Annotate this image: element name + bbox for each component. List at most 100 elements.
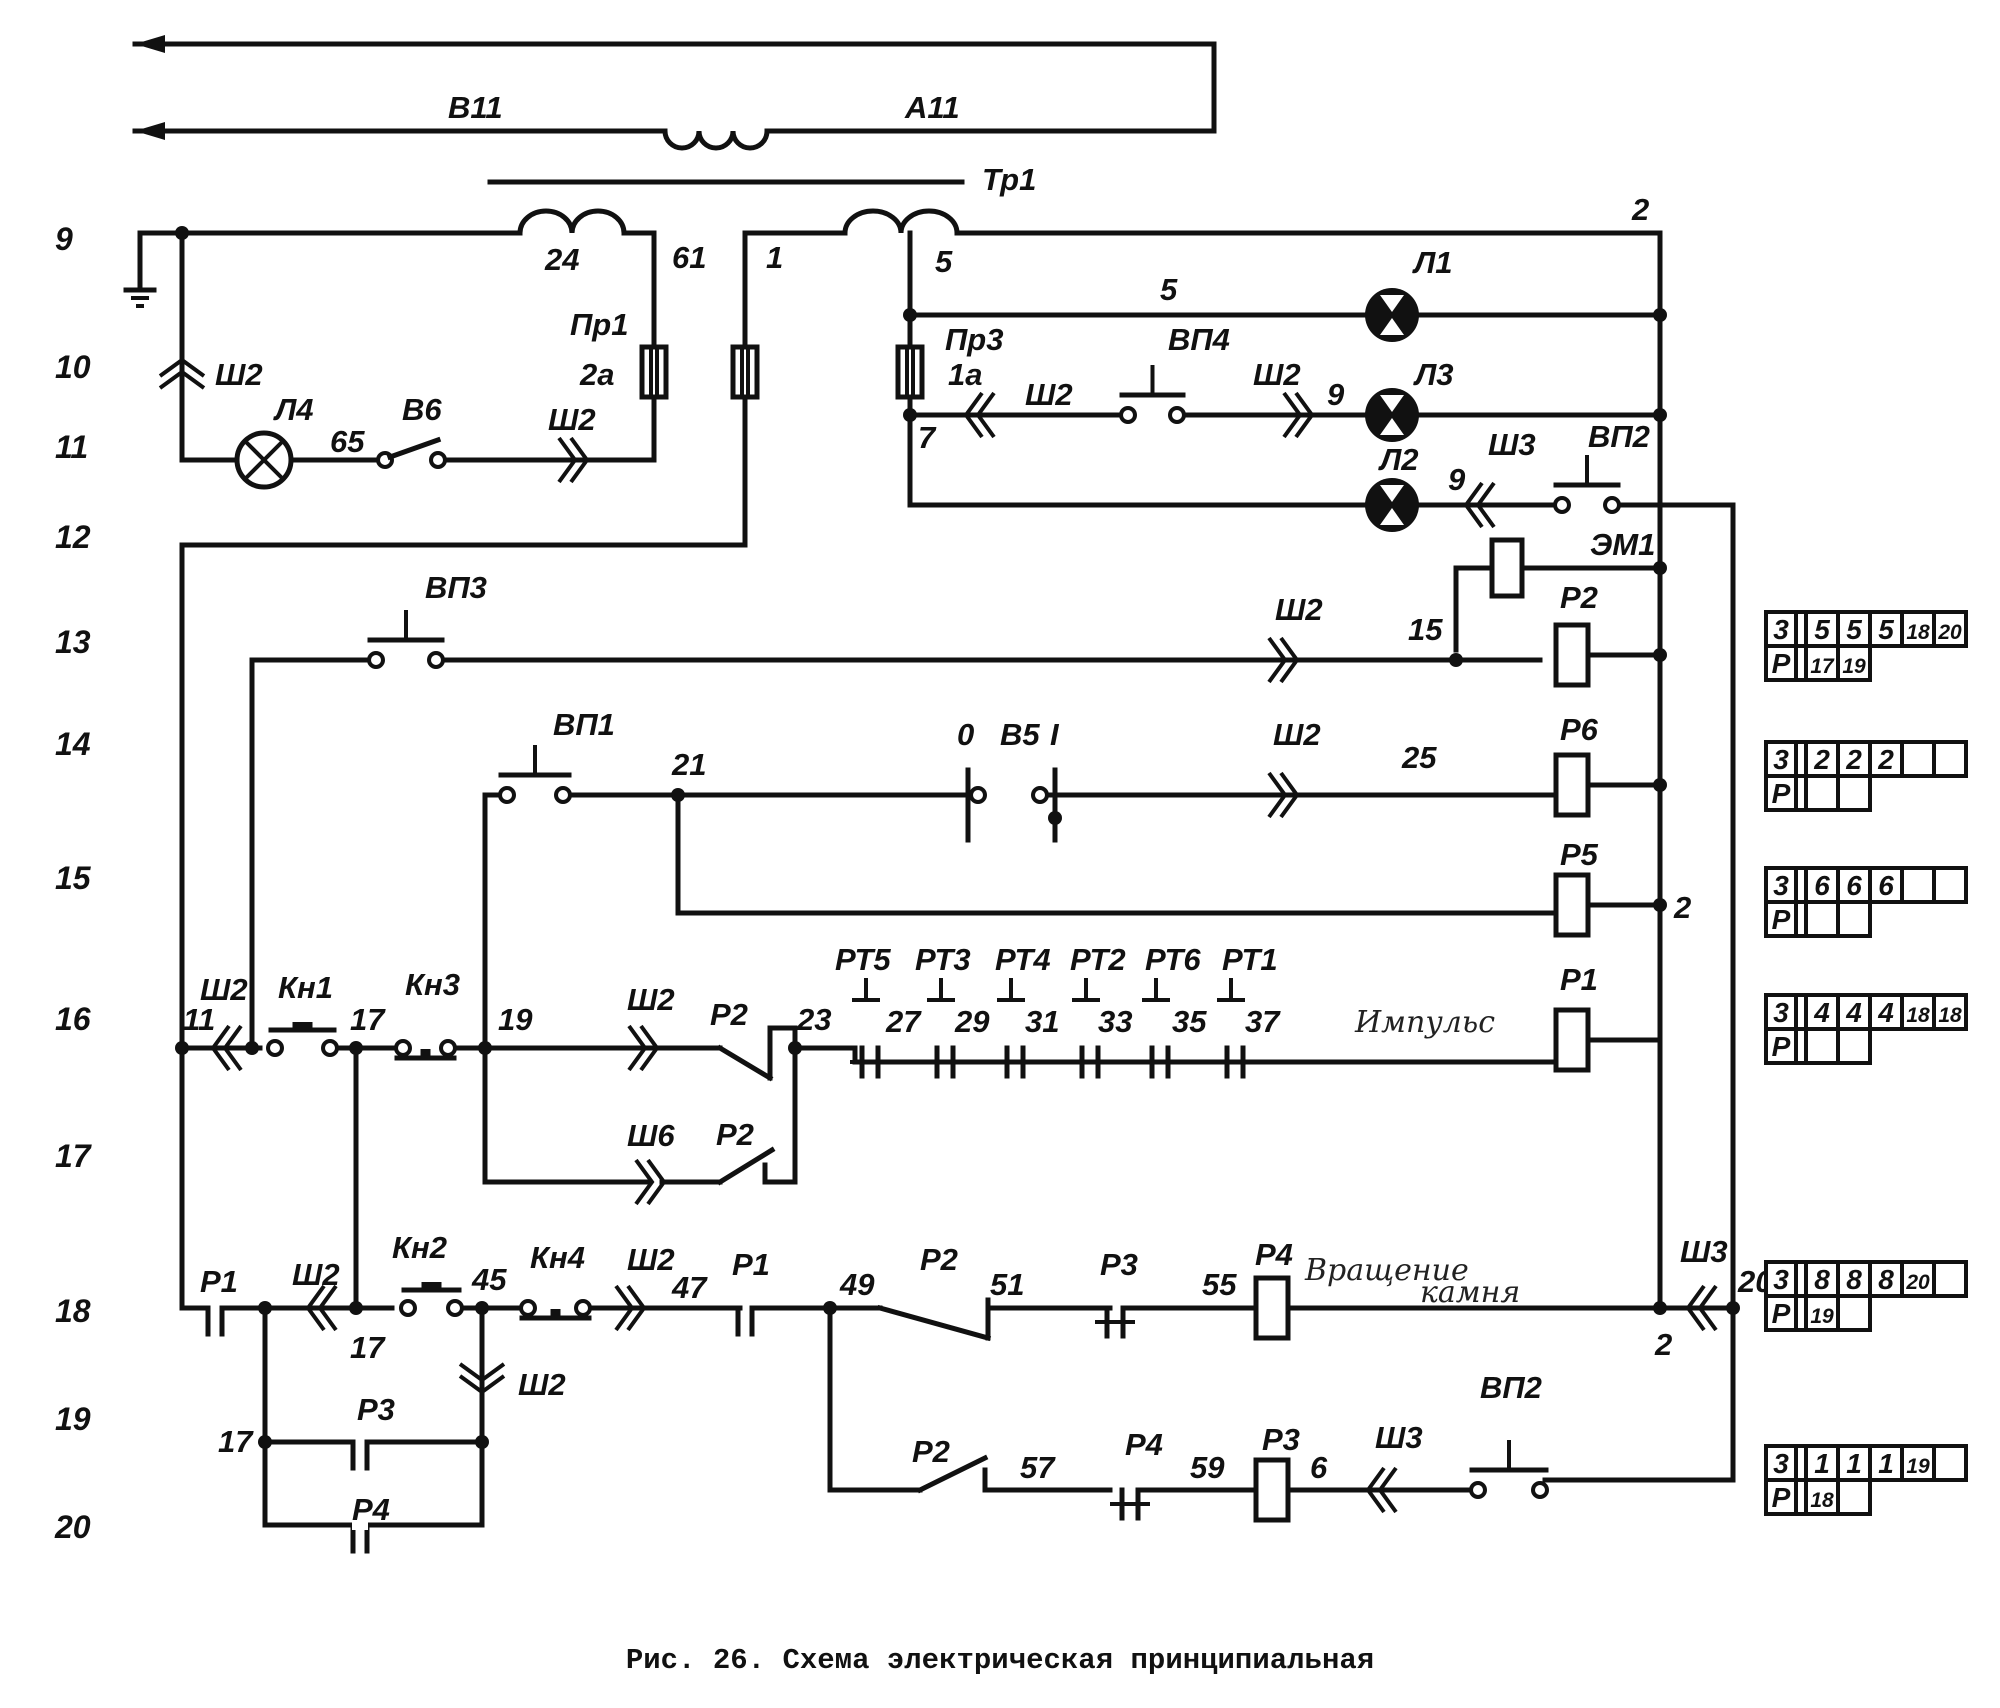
- contact-table-cell: [1900, 866, 1936, 904]
- label-kn2: Кн2: [392, 1230, 447, 1265]
- contact-table-value: Р: [1772, 1482, 1791, 1513]
- contact-table-cell: [1804, 900, 1840, 938]
- label-w27: 27: [885, 1004, 922, 1039]
- label-w15: 15: [1408, 612, 1443, 647]
- label-sh2_row16: Ш2: [200, 972, 248, 1007]
- label-sh2_vp4_right: Ш2: [1253, 357, 1301, 392]
- contact-table-cell: [1836, 866, 1872, 904]
- connector-sh2: [1279, 771, 1300, 819]
- label-w1: 1: [766, 240, 783, 275]
- label-w61: 61: [672, 240, 706, 275]
- label-vp2_top: ВП2: [1588, 419, 1650, 454]
- pushbutton-kn1-terminal: [266, 1039, 284, 1057]
- transformer-winding-icon: [842, 208, 960, 236]
- contact-gap: [352, 1520, 368, 1530]
- switch-b5-contact: [1048, 811, 1062, 825]
- handwritten-note-p4: Вращение: [1304, 1253, 1469, 1288]
- connector-sh2: [317, 1284, 338, 1332]
- relay-coil-p6: [1553, 752, 1591, 818]
- contact-table-value: 1: [1878, 1448, 1894, 1479]
- label-w2_mid: 2: [1673, 890, 1691, 925]
- junction-dot: [1653, 1301, 1667, 1315]
- label-w55: 55: [1202, 1267, 1237, 1302]
- contact-table-value: Р: [1772, 778, 1791, 809]
- contact-table-value: 6: [1814, 870, 1830, 901]
- label-v6: В6: [402, 392, 442, 427]
- arrow-left-icon: [135, 122, 165, 140]
- junction-dot: [1653, 648, 1667, 662]
- label-p1_row18: Р1: [200, 1264, 238, 1299]
- label-w35: 35: [1172, 1004, 1207, 1039]
- label-w21: 21: [671, 747, 706, 782]
- label-w24: 24: [544, 242, 579, 277]
- pushbutton-vp2-top-terminal: [1553, 496, 1571, 514]
- label-w5b: 5: [1160, 272, 1178, 307]
- junction-dot: [475, 1435, 489, 1449]
- contact-table-value: Р: [1772, 648, 1791, 679]
- contact-table-value: 19: [1810, 1305, 1834, 1328]
- wire-outer-rail: [1542, 502, 1736, 1483]
- connector-sh2: [458, 1362, 506, 1383]
- contact-table-cell: [1932, 866, 1968, 904]
- contact-table-cell: [1836, 644, 1872, 682]
- contact-table-value: 18: [1810, 1489, 1834, 1512]
- wire-21: [675, 792, 1558, 916]
- lamp-cross: [243, 439, 285, 481]
- junction-dot: [245, 1041, 259, 1055]
- junction-dot: [175, 226, 189, 240]
- junction-dot: [1653, 308, 1667, 322]
- contact-table-value: 5: [1814, 614, 1830, 645]
- pushbutton-vp2-bottom-terminal: [1469, 1481, 1487, 1499]
- contact-table-cell: [1804, 774, 1840, 812]
- connector-sh2: [222, 1024, 243, 1072]
- label-w49: 49: [839, 1267, 875, 1302]
- contact-table-value: 1: [1846, 1448, 1862, 1479]
- label-sh2_row13: Ш2: [1275, 592, 1323, 627]
- pushbutton-vp1-terminal: [554, 786, 572, 804]
- junction-dot: [1653, 408, 1667, 422]
- contact-table-value: 20: [1937, 621, 1962, 644]
- connector-sh2: [963, 391, 984, 439]
- label-w2top: 2: [1631, 192, 1649, 227]
- row-number: 13: [55, 624, 91, 660]
- electromagnet-em1: [1489, 537, 1525, 599]
- label-sh2_row18b: Ш2: [627, 1242, 675, 1277]
- label-b5: В5: [1000, 717, 1040, 752]
- contact-table-value: 6: [1846, 870, 1862, 901]
- contact-table-cell: [1932, 610, 1968, 648]
- label-rt6: РТ6: [1145, 942, 1201, 977]
- switch-v6-blade: [386, 436, 442, 461]
- component-symbols: [123, 35, 1740, 1554]
- label-sh3_row18: Ш3: [1680, 1234, 1728, 1269]
- label-p3_row18: Р3: [1100, 1247, 1138, 1282]
- relay-coil-p4: [1253, 1275, 1291, 1341]
- pushbutton-kn3-terminal: [439, 1039, 457, 1057]
- lamp-highlight: [1380, 418, 1404, 435]
- fuse-pr3: [895, 344, 925, 400]
- inductor-coil-icon: [662, 128, 770, 151]
- lamp-l3: [1365, 388, 1419, 442]
- contact-table-cell: [1836, 900, 1872, 938]
- label-p4_row20: Р4: [352, 1492, 390, 1527]
- pushbutton-kn4-terminal: [519, 1299, 537, 1317]
- junction-dot: [903, 308, 917, 322]
- connector-sh2: [1267, 771, 1288, 819]
- transformer-winding-icon: [517, 208, 627, 236]
- relay-coil-p1: [1553, 1007, 1591, 1073]
- connector-sh2: [614, 1284, 635, 1332]
- contact-table-cell: [1836, 774, 1872, 812]
- switch-b5-terminal: [969, 786, 987, 804]
- label-w23: 23: [796, 1002, 831, 1037]
- pushbutton-kn2-terminal: [399, 1299, 417, 1317]
- label-p1_coil: Р1: [1560, 962, 1598, 997]
- pushbutton-kn4-stem: [550, 1309, 561, 1318]
- connector-sh2: [1294, 391, 1315, 439]
- connector-sh2: [210, 1024, 231, 1072]
- junction-dot: [823, 1301, 837, 1315]
- label-w7: 7: [918, 420, 937, 455]
- contact-table-value: 8: [1814, 1264, 1830, 1295]
- row-number: 19: [55, 1401, 91, 1437]
